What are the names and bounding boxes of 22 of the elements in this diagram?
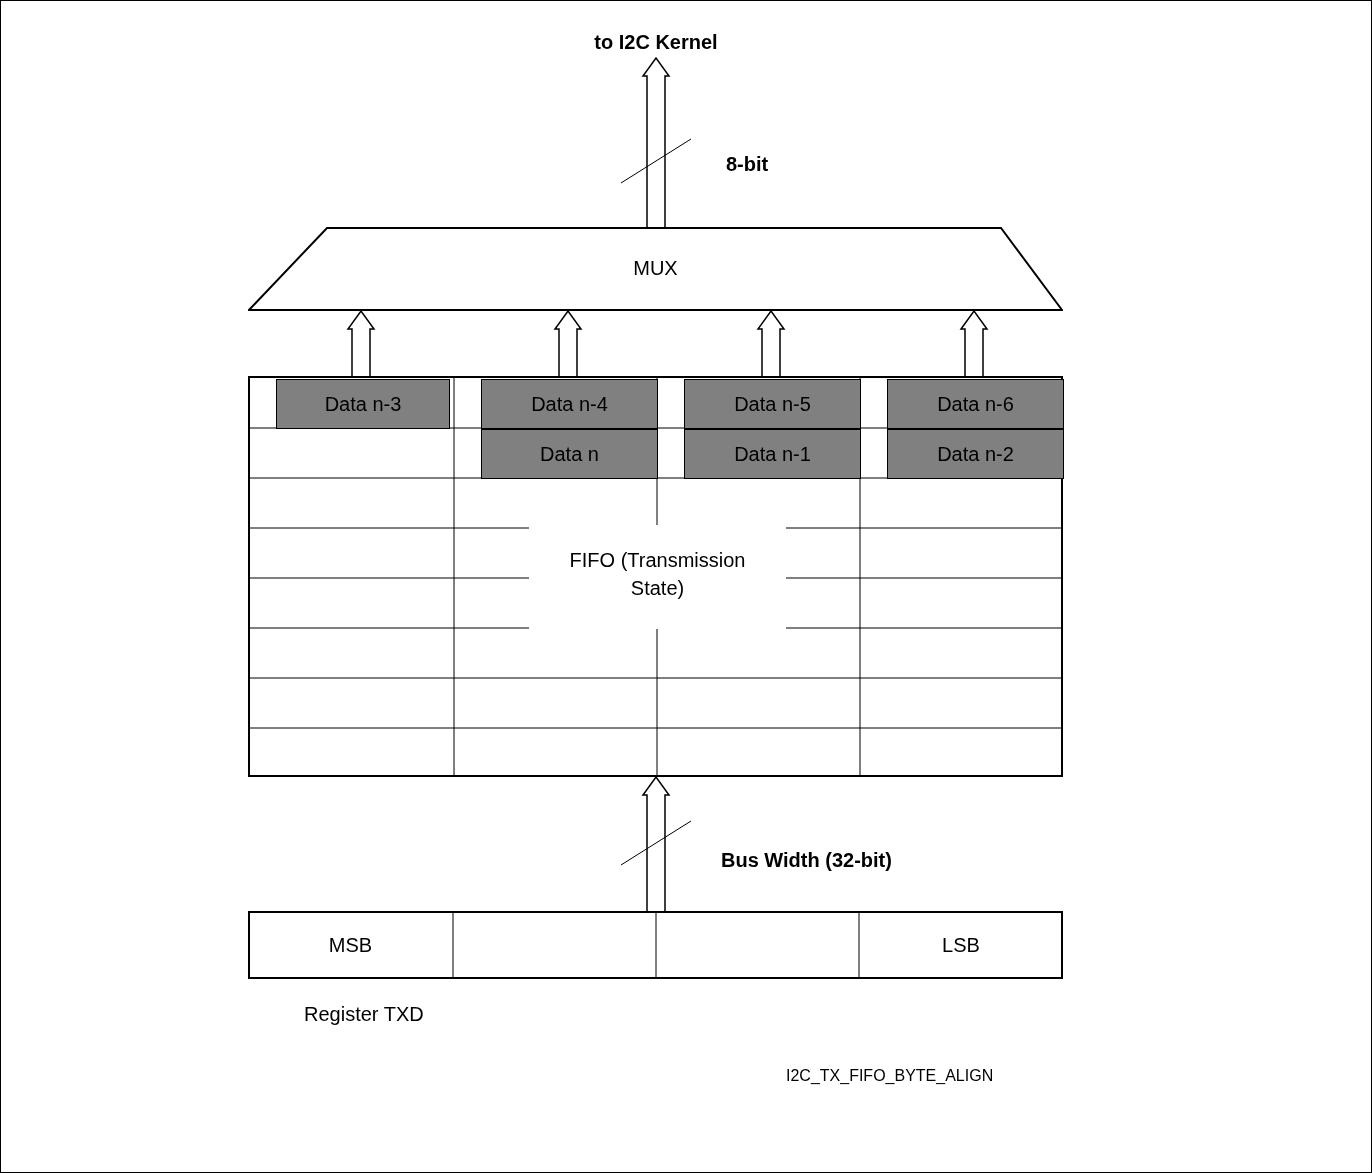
data-cell: Data n-2 (887, 429, 1064, 479)
register-label: Register TXD (304, 1003, 424, 1026)
bus-arrow (641, 775, 671, 912)
bus-arrow (959, 309, 989, 378)
data-cell: Data n-4 (481, 379, 658, 429)
multiplexer-block: MUX (248, 227, 1063, 311)
bus-arrow (346, 309, 376, 378)
register-field: LSB (860, 912, 1062, 978)
edge-label: 8-bit (726, 153, 769, 176)
edge-label: Bus Width (32-bit) (721, 849, 892, 872)
data-cell: Data n-6 (887, 379, 1064, 429)
bus-arrow (553, 309, 583, 378)
data-cell: Data n-1 (684, 429, 861, 479)
fifo-table (248, 376, 1063, 777)
register-field: MSB (249, 912, 452, 978)
figure-id: I2C_TX_FIFO_BYTE_ALIGN (786, 1067, 994, 1085)
bus-arrow (756, 309, 786, 378)
data-cell: Data n (481, 429, 658, 479)
data-cell: Data n-3 (276, 379, 450, 429)
data-cell: Data n-5 (684, 379, 861, 429)
bus-arrow (641, 56, 671, 228)
output-label: to I2C Kernel (556, 26, 756, 58)
